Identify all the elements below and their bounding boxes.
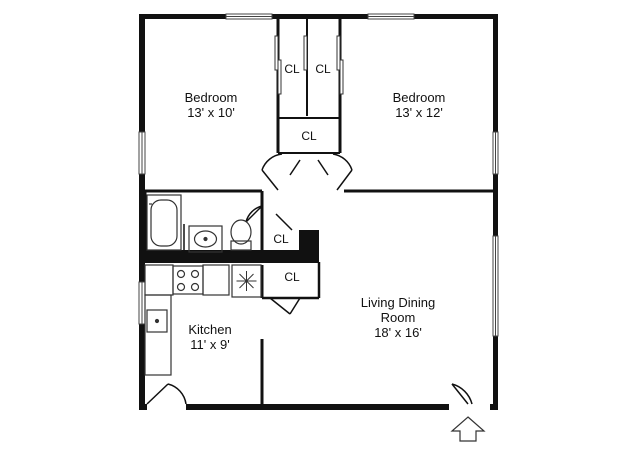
kitchen-sink-icon [146, 309, 168, 333]
closet-kitchen-label: CL [284, 270, 300, 284]
bedroom-left-name: Bedroom [185, 90, 238, 105]
closet-bath-label: CL [273, 232, 289, 246]
closet-doors [274, 35, 344, 95]
bedroom-right-name: Bedroom [393, 90, 446, 105]
kitchen-size: 11' x 9' [190, 337, 229, 352]
sink-icon [188, 225, 223, 253]
living-size: 18' x 16' [374, 325, 422, 340]
kitchen-name: Kitchen [188, 322, 231, 337]
living-name-line1: Living Dining [361, 295, 435, 310]
exterior-walls [139, 14, 498, 410]
bathtub-icon [146, 194, 182, 251]
bedroom-left-size: 13' x 10' [187, 105, 235, 120]
kitchen-counter [144, 264, 230, 376]
refrigerator-icon [231, 264, 262, 298]
closet-top-left-label: CL [284, 62, 300, 76]
stove-icon [172, 265, 204, 295]
living-name-line2: Room [381, 310, 416, 325]
closet-top-right-label: CL [315, 62, 331, 76]
doors [146, 153, 473, 405]
entry-arrow-icon [450, 416, 486, 442]
bedroom-right-size: 13' x 12' [395, 105, 443, 120]
toilet-icon [230, 219, 252, 251]
bath-kitchen-wall [145, 230, 319, 263]
closet-hall-label: CL [301, 129, 317, 143]
